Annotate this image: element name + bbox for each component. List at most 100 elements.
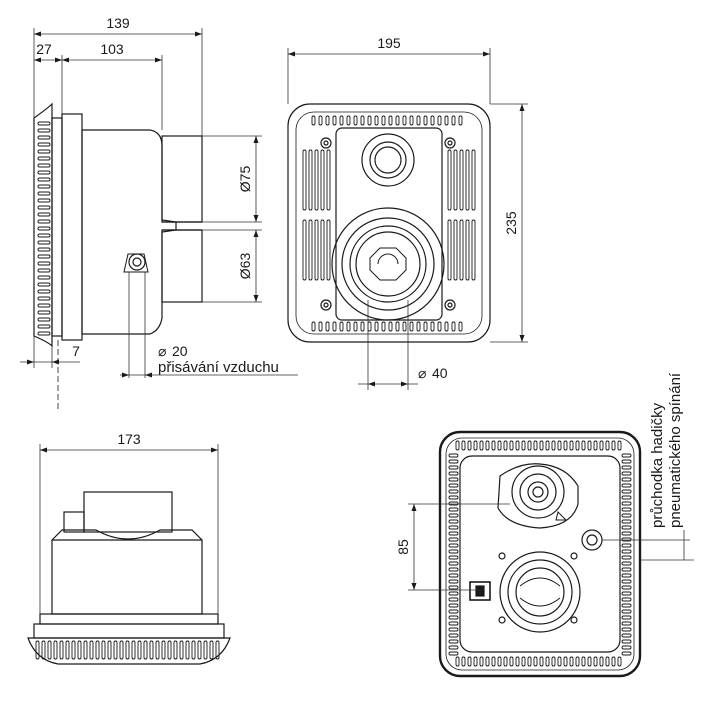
grille-slot <box>521 440 526 451</box>
grille-slot <box>308 219 313 281</box>
grille-slot <box>89 640 94 660</box>
grille-slot <box>332 115 337 126</box>
grille-slot <box>53 640 58 660</box>
grille-slot <box>430 321 435 332</box>
grille-slot <box>527 656 532 667</box>
grille-slot <box>437 115 442 126</box>
grille-slot <box>37 149 51 154</box>
grille-slot <box>539 440 544 451</box>
grille-slot <box>101 640 106 660</box>
grille-slot <box>448 615 459 620</box>
grille-slot <box>59 640 64 660</box>
grille-slot <box>37 310 51 315</box>
rear-inner-plate <box>459 455 621 653</box>
grille-slot <box>575 440 580 451</box>
front-view <box>287 103 491 343</box>
grille-slot <box>37 317 51 322</box>
grille-slot <box>621 537 632 542</box>
grille-slot <box>311 321 316 332</box>
grille-slot <box>37 254 51 259</box>
grille-slot <box>173 640 178 660</box>
grille-slot <box>621 579 632 584</box>
grille-slot <box>545 440 550 451</box>
grille-slot <box>448 477 459 482</box>
grille-slot <box>569 656 574 667</box>
front-outer-frame <box>287 103 491 343</box>
grille-slot <box>621 525 632 530</box>
dim-bottom-width: 173 <box>117 431 141 447</box>
grille-slot <box>448 585 459 590</box>
grille-slot <box>621 531 632 536</box>
grille-slot <box>593 656 598 667</box>
bottom-grille-slots <box>35 640 220 660</box>
grille-slot <box>459 149 464 211</box>
grille-slot <box>453 219 458 281</box>
grille-slot <box>448 501 459 506</box>
grille-slot <box>37 275 51 280</box>
grille-slot <box>448 609 459 614</box>
grille-slot <box>557 656 562 667</box>
grille-slot <box>448 627 459 632</box>
grille-slot <box>167 640 172 660</box>
grille-slot <box>447 149 452 211</box>
grille-slot <box>37 240 51 245</box>
grille-slot <box>430 115 435 126</box>
side-flange-plate <box>51 117 63 337</box>
grille-slot <box>467 440 472 451</box>
rear-border-slots <box>448 440 632 667</box>
grille-slot <box>448 507 459 512</box>
grille-slot <box>448 525 459 530</box>
grille-slot <box>437 321 442 332</box>
rear-view-dimensions <box>408 503 694 591</box>
grille-slot <box>621 489 632 494</box>
grille-slot <box>448 483 459 488</box>
grille-slot <box>448 591 459 596</box>
dim-front-height: 235 <box>503 211 519 235</box>
grille-slot <box>605 440 610 451</box>
grille-slot <box>448 555 459 560</box>
grille-slot <box>479 440 484 451</box>
grille-slot <box>402 321 407 332</box>
grille-slot <box>515 656 520 667</box>
grille-slot <box>621 633 632 638</box>
grille-slot <box>471 149 476 211</box>
grille-slot <box>605 656 610 667</box>
bottom-view-dimensions <box>39 444 219 614</box>
grille-slot <box>497 440 502 451</box>
dim-side-gap: 7 <box>72 343 80 359</box>
grille-slot <box>161 640 166 660</box>
grille-slot <box>575 656 580 667</box>
grille-slot <box>360 321 365 332</box>
grille-slot <box>37 135 51 140</box>
rear-upper-housing <box>497 463 579 529</box>
grille-slot <box>325 115 330 126</box>
side-view-arrows <box>27 31 259 378</box>
grille-slot <box>479 656 484 667</box>
grille-slot <box>533 656 538 667</box>
bottom-view <box>27 491 231 665</box>
grille-slot <box>388 321 393 332</box>
grille-slot <box>621 501 632 506</box>
grille-slot <box>209 640 214 660</box>
side-flange-inner <box>61 113 83 341</box>
grille-slot <box>137 640 142 660</box>
grille-slot <box>621 567 632 572</box>
grille-slot <box>621 543 632 548</box>
grille-slot <box>131 640 136 660</box>
grille-slot <box>465 149 470 211</box>
grille-slot <box>621 573 632 578</box>
rear-side-clamp <box>469 581 491 601</box>
pipe-lower-stub <box>161 229 203 303</box>
grille-slot <box>621 507 632 512</box>
grille-slot <box>467 656 472 667</box>
rear-outer-frame <box>438 430 642 678</box>
grille-slot <box>37 170 51 175</box>
grille-slot <box>471 219 476 281</box>
grille-slot <box>485 440 490 451</box>
grille-slot <box>448 465 459 470</box>
grille-slot <box>119 640 124 660</box>
grille-slot <box>621 465 632 470</box>
grille-slot <box>143 640 148 660</box>
grille-slot <box>563 440 568 451</box>
grille-slot <box>621 585 632 590</box>
